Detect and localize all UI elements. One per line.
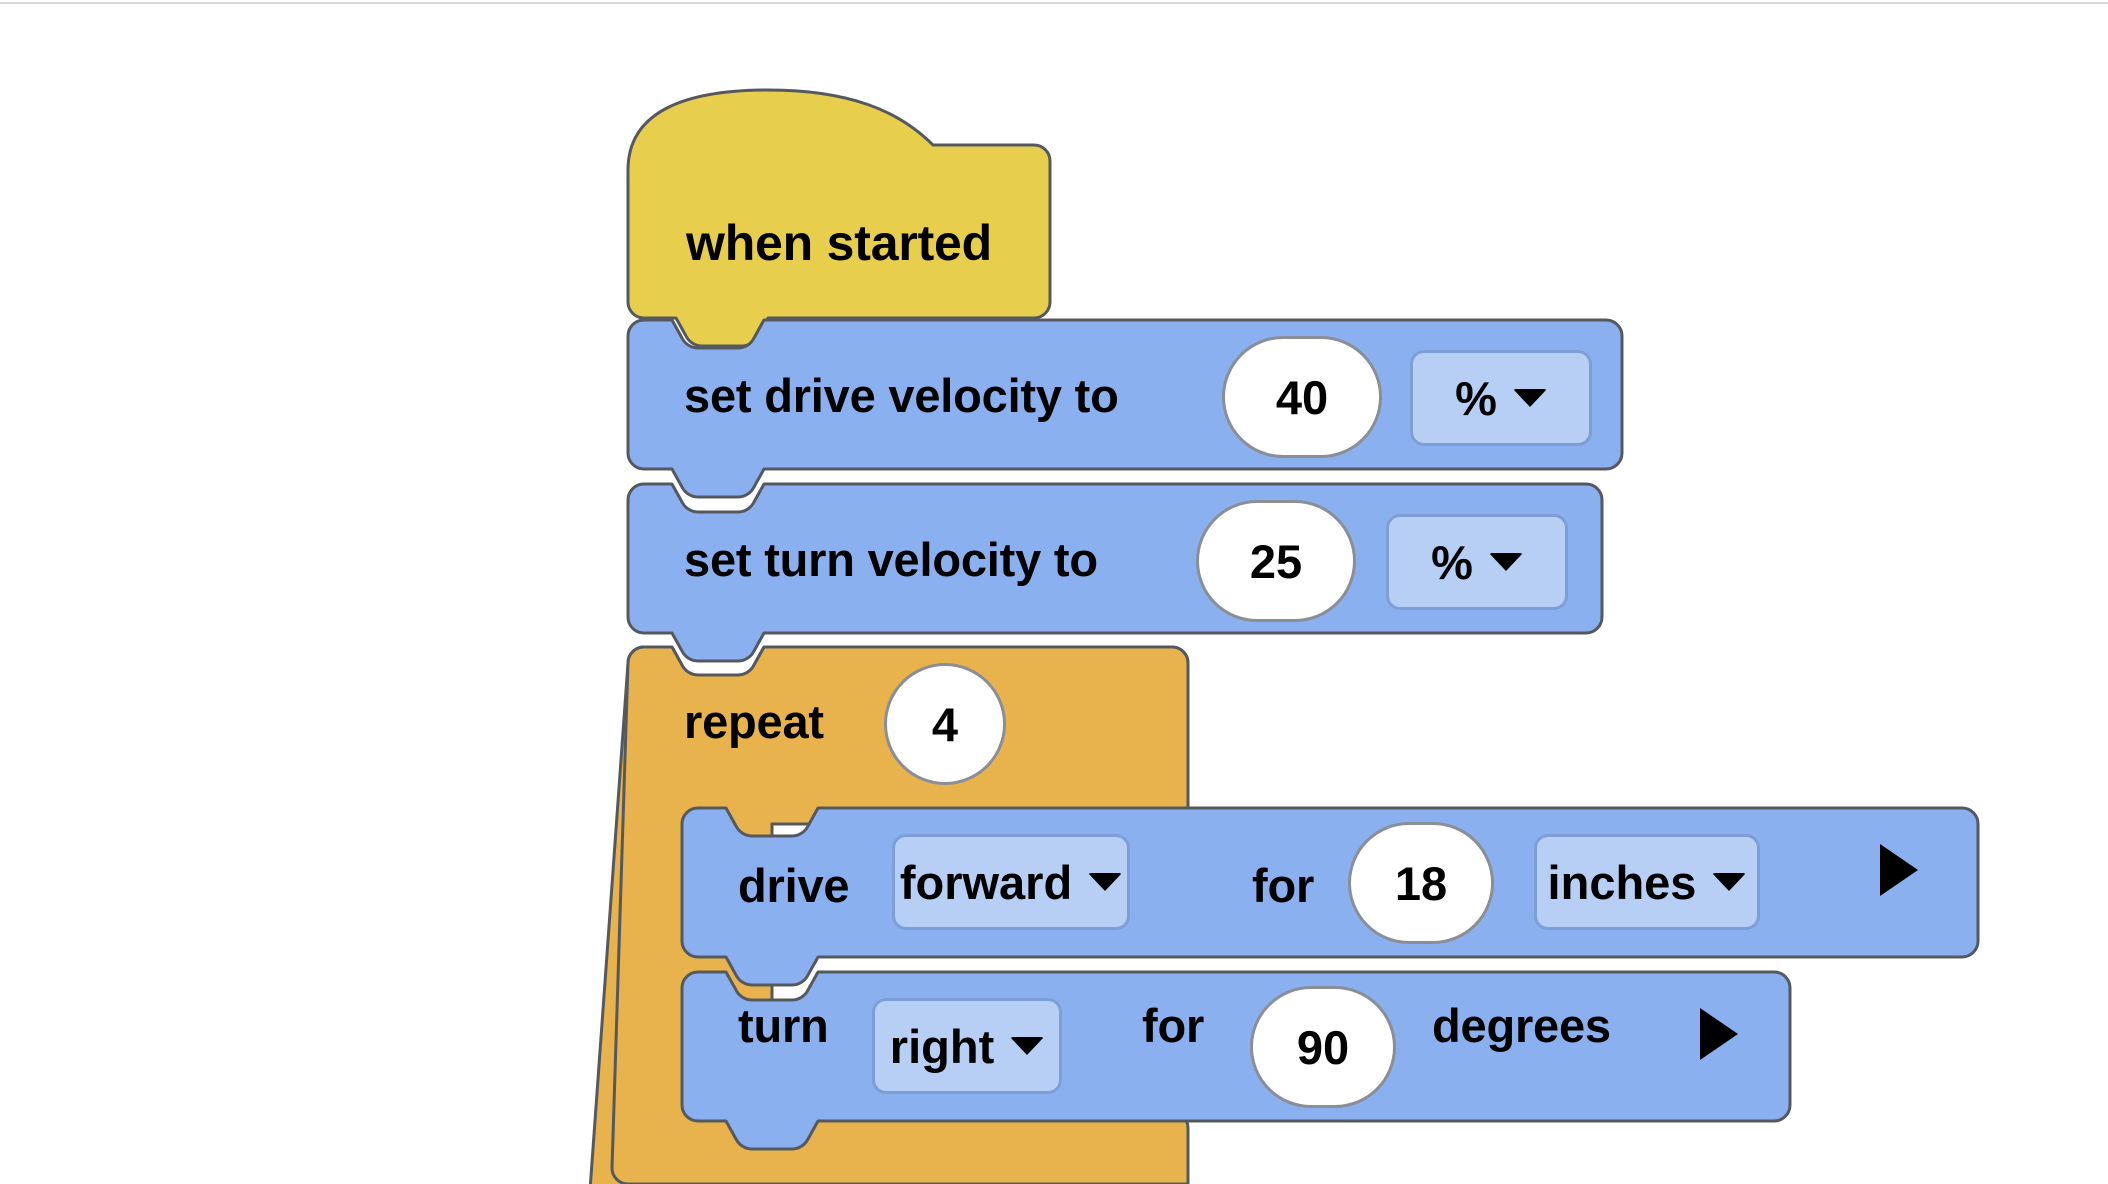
drive-label-mid: for	[1252, 859, 1315, 912]
drive-distance-input[interactable]: 18	[1348, 822, 1494, 944]
chevron-down-icon	[1488, 553, 1523, 571]
repeat-label: repeat	[684, 695, 824, 748]
chevron-down-icon	[1088, 873, 1123, 891]
drive-forward-block-shape[interactable]	[680, 806, 1980, 987]
set-turn-velocity-label: set turn velocity to	[684, 533, 1098, 586]
turn-direction-text: right	[889, 1019, 995, 1073]
turn-angle-input[interactable]: 90	[1250, 986, 1396, 1108]
drive-play-arrow-icon[interactable]	[1880, 844, 1918, 896]
set-drive-velocity-block-shape[interactable]	[626, 318, 1624, 499]
repeat-count-input[interactable]: 4	[884, 663, 1006, 785]
drive-velocity-unit-dropdown[interactable]: %	[1410, 350, 1592, 446]
turn-direction-dropdown[interactable]: right	[872, 998, 1062, 1094]
turn-velocity-value-input[interactable]: 25	[1196, 500, 1356, 622]
set-drive-velocity-label: set drive velocity to	[684, 369, 1119, 422]
workspace-top-divider	[0, 2, 2108, 4]
drive-direction-dropdown[interactable]: forward	[892, 834, 1130, 930]
drive-unit-text: inches	[1547, 855, 1697, 909]
when-started-block-shape[interactable]	[626, 88, 1052, 348]
turn-velocity-unit-dropdown[interactable]: %	[1386, 514, 1568, 610]
when-started-label: when started	[686, 215, 992, 271]
turn-label-prefix: turn	[738, 999, 829, 1052]
turn-right-block-shape[interactable]	[680, 970, 1792, 1151]
drive-label-prefix: drive	[738, 859, 850, 912]
turn-label-mid: for	[1142, 999, 1205, 1052]
turn-play-arrow-icon[interactable]	[1700, 1008, 1738, 1060]
drive-direction-text: forward	[899, 855, 1073, 909]
drive-velocity-value-input[interactable]: 40	[1222, 336, 1382, 458]
drive-velocity-unit-text: %	[1455, 371, 1497, 425]
set-turn-velocity-block-shape[interactable]	[626, 482, 1604, 663]
turn-label-suffix: degrees	[1432, 999, 1611, 1052]
turn-velocity-unit-text: %	[1431, 535, 1473, 589]
chevron-down-icon	[1712, 873, 1747, 891]
chevron-down-icon	[1010, 1037, 1045, 1055]
drive-unit-dropdown[interactable]: inches	[1534, 834, 1760, 930]
chevron-down-icon	[1512, 389, 1547, 407]
